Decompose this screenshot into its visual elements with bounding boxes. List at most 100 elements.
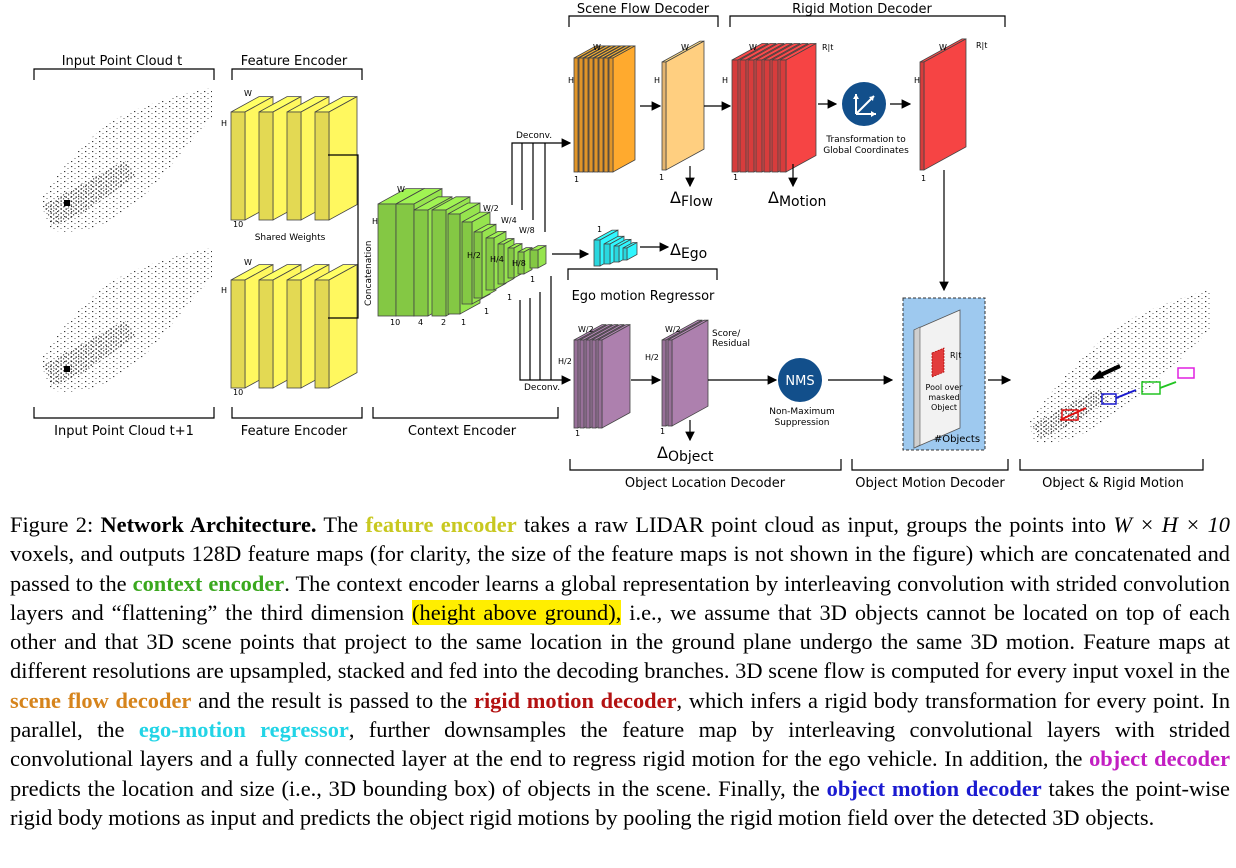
rmd2-h-label: H	[914, 76, 920, 85]
group-label-object-motion-decoder: Object Motion Decoder	[855, 476, 1005, 491]
caption-text: , which infers a rigid body transformati…	[10, 687, 1231, 743]
ctx-d1d-label: 1	[530, 275, 535, 284]
ctx-w8-label: W/8	[519, 226, 535, 235]
nms-desc-1: Non-Maximum	[769, 407, 835, 417]
deconv-bottom-label: Deconv.	[524, 383, 560, 393]
caption-fig-label: Figure 2:	[10, 512, 101, 537]
caption-text: voxels, and outputs 128D feature maps (f…	[10, 541, 1230, 596]
ego-d-label: 1	[597, 225, 602, 234]
sfd2-h-label: H	[654, 76, 660, 85]
pool-label-2: masked	[928, 393, 959, 402]
nms-label: NMS	[785, 374, 814, 389]
delta-motion: ΔMotion	[768, 188, 826, 210]
transformation-label-1: Transformation to	[825, 135, 906, 145]
point-cloud-t	[40, 88, 212, 232]
ctx-d1-label: 1	[461, 318, 466, 327]
figure-caption: Figure 2: Network Architecture. The feat…	[10, 510, 1230, 832]
group-label-feature-encoder-bottom: Feature Encoder	[241, 424, 348, 439]
group-label-scene-flow-decoder: Scene Flow Decoder	[577, 2, 710, 17]
caption-math-dims: W × H × 10	[1113, 512, 1231, 537]
old-w2-label: W/2	[578, 325, 594, 334]
sfd-d-label: 1	[574, 175, 579, 184]
ctx-w4-label: W/4	[501, 216, 517, 225]
caption-object-motion-decoder: object motion decoder	[826, 775, 1042, 801]
delta-flow: ΔFlow	[670, 188, 713, 210]
context-encoder-layers	[377, 187, 547, 317]
group-label-context-encoder: Context Encoder	[408, 424, 517, 439]
rmd-d-label: 1	[733, 173, 738, 182]
old2-d-label: 1	[660, 427, 665, 436]
global-motion-output-0	[919, 38, 967, 171]
pool-label-3: Object	[931, 403, 957, 412]
ctx-d2-label: 2	[441, 318, 446, 327]
caption-object-decoder: object decoder	[1089, 746, 1231, 772]
caption-text: The	[316, 512, 366, 537]
objects-label: #Objects	[934, 434, 980, 445]
context-layer-11	[529, 244, 547, 269]
score-label-2: Residual	[712, 339, 750, 349]
feat-bot-depth-label: 10	[233, 388, 243, 397]
old-h2-label: H/2	[558, 357, 572, 366]
output-point-cloud	[1030, 290, 1210, 443]
ego-layer-3	[622, 241, 638, 261]
ctx-h8-label: H/8	[512, 259, 526, 268]
transformation-icon	[842, 82, 886, 126]
delta-ego: ΔEgo	[670, 240, 707, 262]
global-motion-layer	[919, 38, 967, 171]
rmd2-w-label: W	[939, 43, 947, 52]
ego-motion-regressor-layers	[593, 229, 638, 267]
scene-flow-output-0	[661, 40, 705, 171]
omd-rt-label: R|t	[950, 351, 961, 360]
group-label-object-rigid-motion: Object & Rigid Motion	[1042, 476, 1184, 491]
transformation-label-2: Global Coordinates	[823, 146, 909, 156]
group-label-object-location-decoder: Object Location Decoder	[625, 476, 786, 491]
pool-label-1: Pool over	[926, 383, 964, 392]
rmd2-rt-label: R|t	[976, 41, 987, 50]
object-location-layer-4	[597, 323, 631, 429]
concatenation-label: Concatenation	[364, 241, 374, 306]
old2-w2-label: W/2	[665, 325, 681, 334]
old-d-label: 1	[575, 429, 580, 438]
shared-weights-label: Shared Weights	[255, 233, 326, 243]
caption-text: takes a raw LIDAR point cloud as input, …	[516, 512, 1114, 537]
group-label-rigid-motion-decoder: Rigid Motion Decoder	[792, 2, 932, 17]
caption-text: i.e., we assume that 3D objects cannot b…	[10, 599, 1230, 684]
feature-layer-bottom-3	[314, 263, 358, 389]
caption-text: predicts the location and size (i.e., 3D…	[10, 775, 827, 801]
caption-text: . The context encoder learns a global re…	[10, 570, 1230, 625]
feature-layer-top-3	[314, 95, 358, 221]
scene-flow-decoder-layers	[573, 40, 705, 173]
feat-top-w-label: W	[244, 89, 252, 98]
ctx-d1b-label: 1	[484, 307, 489, 316]
rmd2-d-label: 1	[921, 174, 926, 183]
point-cloud-t1	[40, 248, 212, 392]
ctx-d1c-label: 1	[507, 293, 512, 302]
scene-flow-layer-7	[608, 45, 636, 173]
sfd-w-label: W	[593, 43, 601, 52]
feat-bot-w-label: W	[244, 258, 252, 267]
feature-encoder-top-layers	[230, 95, 358, 221]
feat-bot-h-label: H	[221, 286, 227, 295]
caption-ego-motion-regressor: ego-motion regressor	[138, 717, 349, 743]
caption-highlight: (height above ground),	[412, 599, 622, 625]
caption-scene-flow-decoder: scene flow decoder	[10, 687, 192, 713]
caption-text: and the result is passed to the	[191, 687, 474, 713]
ctx-h-label: H	[372, 217, 378, 226]
feat-top-depth-label: 10	[233, 220, 243, 229]
object-location-decoder-layers	[573, 319, 709, 429]
rmd-rt-label: R|t	[822, 43, 833, 52]
ctx-h4-label: H/4	[490, 255, 504, 264]
group-label-ego-motion-regressor: Ego motion Regressor	[572, 289, 715, 304]
ctx-d4-label: 4	[418, 318, 423, 327]
sfd2-w-label: W	[681, 43, 689, 52]
rmd-h-label: H	[722, 76, 728, 85]
deconv-top-label: Deconv.	[516, 131, 552, 141]
caption-context-encoder: context encoder	[132, 570, 285, 596]
group-label-input-t1: Input Point Cloud t+1	[54, 424, 194, 439]
ctx-w-label: W	[397, 185, 405, 194]
score-label-1: Score/	[712, 329, 741, 339]
caption-feature-encoder: feature encoder	[365, 512, 517, 537]
rigid-motion-decoder-layers	[731, 42, 817, 173]
delta-object: ΔObject	[657, 443, 714, 465]
feature-encoder-bottom-layers	[230, 263, 358, 389]
